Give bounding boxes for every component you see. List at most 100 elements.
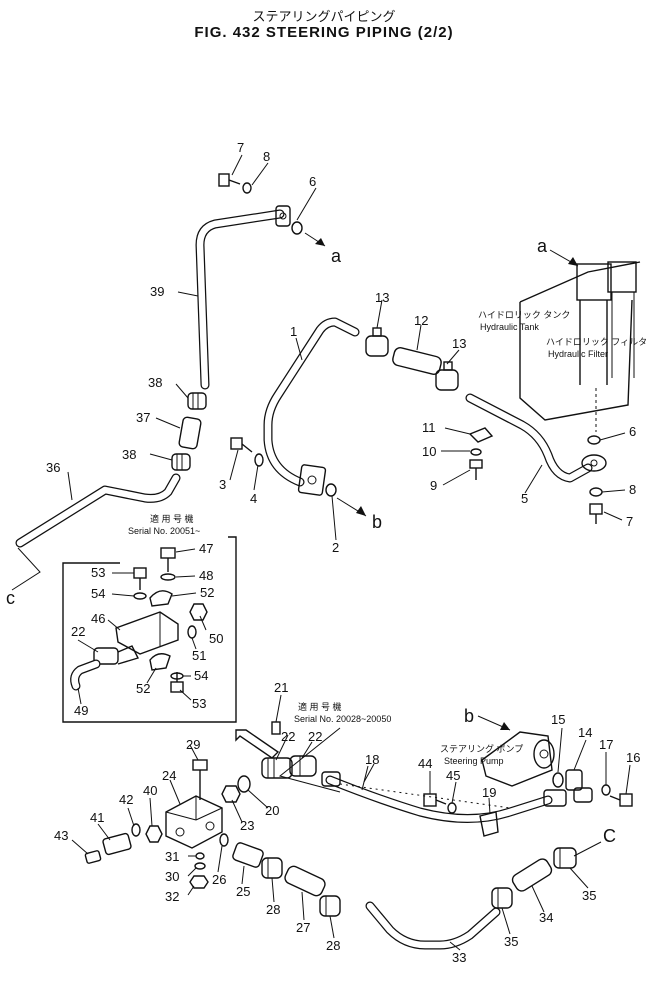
part-number: 35 <box>504 934 518 949</box>
part-number: 16 <box>626 750 640 765</box>
bolt-7-upper <box>218 173 241 187</box>
part-number: 32 <box>165 889 179 904</box>
flange-39 <box>275 205 291 227</box>
o-ring-15 <box>552 772 564 788</box>
part-number: 13 <box>375 290 389 305</box>
adapter-25 <box>232 842 264 868</box>
bolt-53-upper <box>133 567 147 590</box>
part-number: 51 <box>192 648 206 663</box>
fitting-22-lower-left <box>261 757 293 779</box>
part-number: 48 <box>199 568 213 583</box>
part-number: 41 <box>90 810 104 825</box>
tank-label: Hydraulic Tank <box>480 322 539 332</box>
part-number: 38 <box>148 375 162 390</box>
arrow-from-b <box>477 715 511 731</box>
serial-label-jp-lower: 適 用 号 機 <box>298 701 342 712</box>
arrow-to-a <box>304 232 326 247</box>
part-number: 38 <box>122 447 136 462</box>
connector-c-right: C <box>603 826 616 846</box>
part-number: 18 <box>365 752 379 767</box>
washer-48 <box>160 573 176 581</box>
bolt-31 <box>195 852 205 860</box>
part-number: 27 <box>296 920 310 935</box>
part-number: 36 <box>46 460 60 475</box>
part-number: 22 <box>281 729 295 744</box>
part-numbers: 7 8 6 39 38 37 38 36 1 3 4 2 13 12 13 11… <box>46 140 640 965</box>
o-ring-42 <box>131 823 141 837</box>
part-number: 12 <box>414 313 428 328</box>
clamp-38-lower <box>171 453 191 471</box>
tank-label-jp: ハイドロリック タンク <box>478 310 570 320</box>
part-number: 25 <box>236 884 250 899</box>
bolt-29 <box>192 759 208 800</box>
part-number: 40 <box>143 783 157 798</box>
part-number: 54 <box>194 668 208 683</box>
part-number: 31 <box>165 849 179 864</box>
part-number: 13 <box>452 336 466 351</box>
part-number: 53 <box>91 565 105 580</box>
part-number: 50 <box>209 631 223 646</box>
part-number: 8 <box>629 482 636 497</box>
part-number: 7 <box>626 514 633 529</box>
part-number: 46 <box>91 611 105 626</box>
fitting-22-lower-right <box>289 755 317 777</box>
elbow-pump <box>573 787 593 803</box>
clamp-52-upper <box>149 590 173 607</box>
pipe-1 <box>263 317 360 487</box>
pipe-33 <box>365 901 501 950</box>
hose-34 <box>511 858 553 892</box>
part-number: 33 <box>452 950 466 965</box>
break-line-c <box>11 547 41 591</box>
hose-27 <box>284 865 326 897</box>
pipe-5 <box>465 393 593 483</box>
part-number: 52 <box>200 585 214 600</box>
part-number: 49 <box>74 703 88 718</box>
serial-label-jp-upper: 適 用 号 機 <box>150 513 194 524</box>
pipe-39 <box>195 209 285 390</box>
block-24 <box>165 795 223 849</box>
nut-32 <box>189 875 209 889</box>
part-number: 19 <box>482 785 496 800</box>
connector-c-left: c <box>6 588 15 608</box>
bolt-9 <box>469 459 483 480</box>
clamp-38-upper <box>187 392 207 410</box>
part-number: 39 <box>150 284 164 299</box>
part-number: 22 <box>71 624 85 639</box>
fitting-22-inset <box>93 645 139 665</box>
nut-50 <box>189 603 208 621</box>
hose-18 <box>325 775 553 823</box>
o-ring-2 <box>325 483 337 497</box>
part-number: 23 <box>240 818 254 833</box>
washer-51 <box>187 625 197 639</box>
connector-a-left: a <box>331 246 342 266</box>
part-number: 54 <box>91 586 105 601</box>
washer-17 <box>601 784 611 796</box>
hose-12 <box>392 347 442 375</box>
part-number: 42 <box>119 792 133 807</box>
hose-37 <box>178 416 202 450</box>
pipe-36 <box>15 473 181 548</box>
o-ring-26 <box>219 833 229 847</box>
o-ring-6-tank <box>587 435 601 445</box>
clamp-35-right <box>553 847 577 869</box>
part-number: 24 <box>162 768 176 783</box>
part-number: 44 <box>418 756 432 771</box>
flange-5 <box>581 454 607 472</box>
hose-end-right <box>543 789 567 807</box>
washer-30 <box>194 862 206 870</box>
washer-54-upper <box>133 592 147 600</box>
clamp-52-lower <box>149 653 171 671</box>
washer-8-upper <box>242 182 252 194</box>
o-ring-6-upper <box>291 221 303 235</box>
part-number: 5 <box>521 491 528 506</box>
part-number: 10 <box>422 444 436 459</box>
pump-label-jp: ステアリング ポンプ <box>440 743 523 754</box>
connector-a-right: a <box>537 236 548 256</box>
part-number: 2 <box>332 540 339 555</box>
part-number: 4 <box>250 491 257 506</box>
bolt-7-tank <box>589 503 603 524</box>
part-number: 6 <box>629 424 636 439</box>
arrow-from-a <box>549 249 579 267</box>
clamp-28-left <box>261 857 283 879</box>
